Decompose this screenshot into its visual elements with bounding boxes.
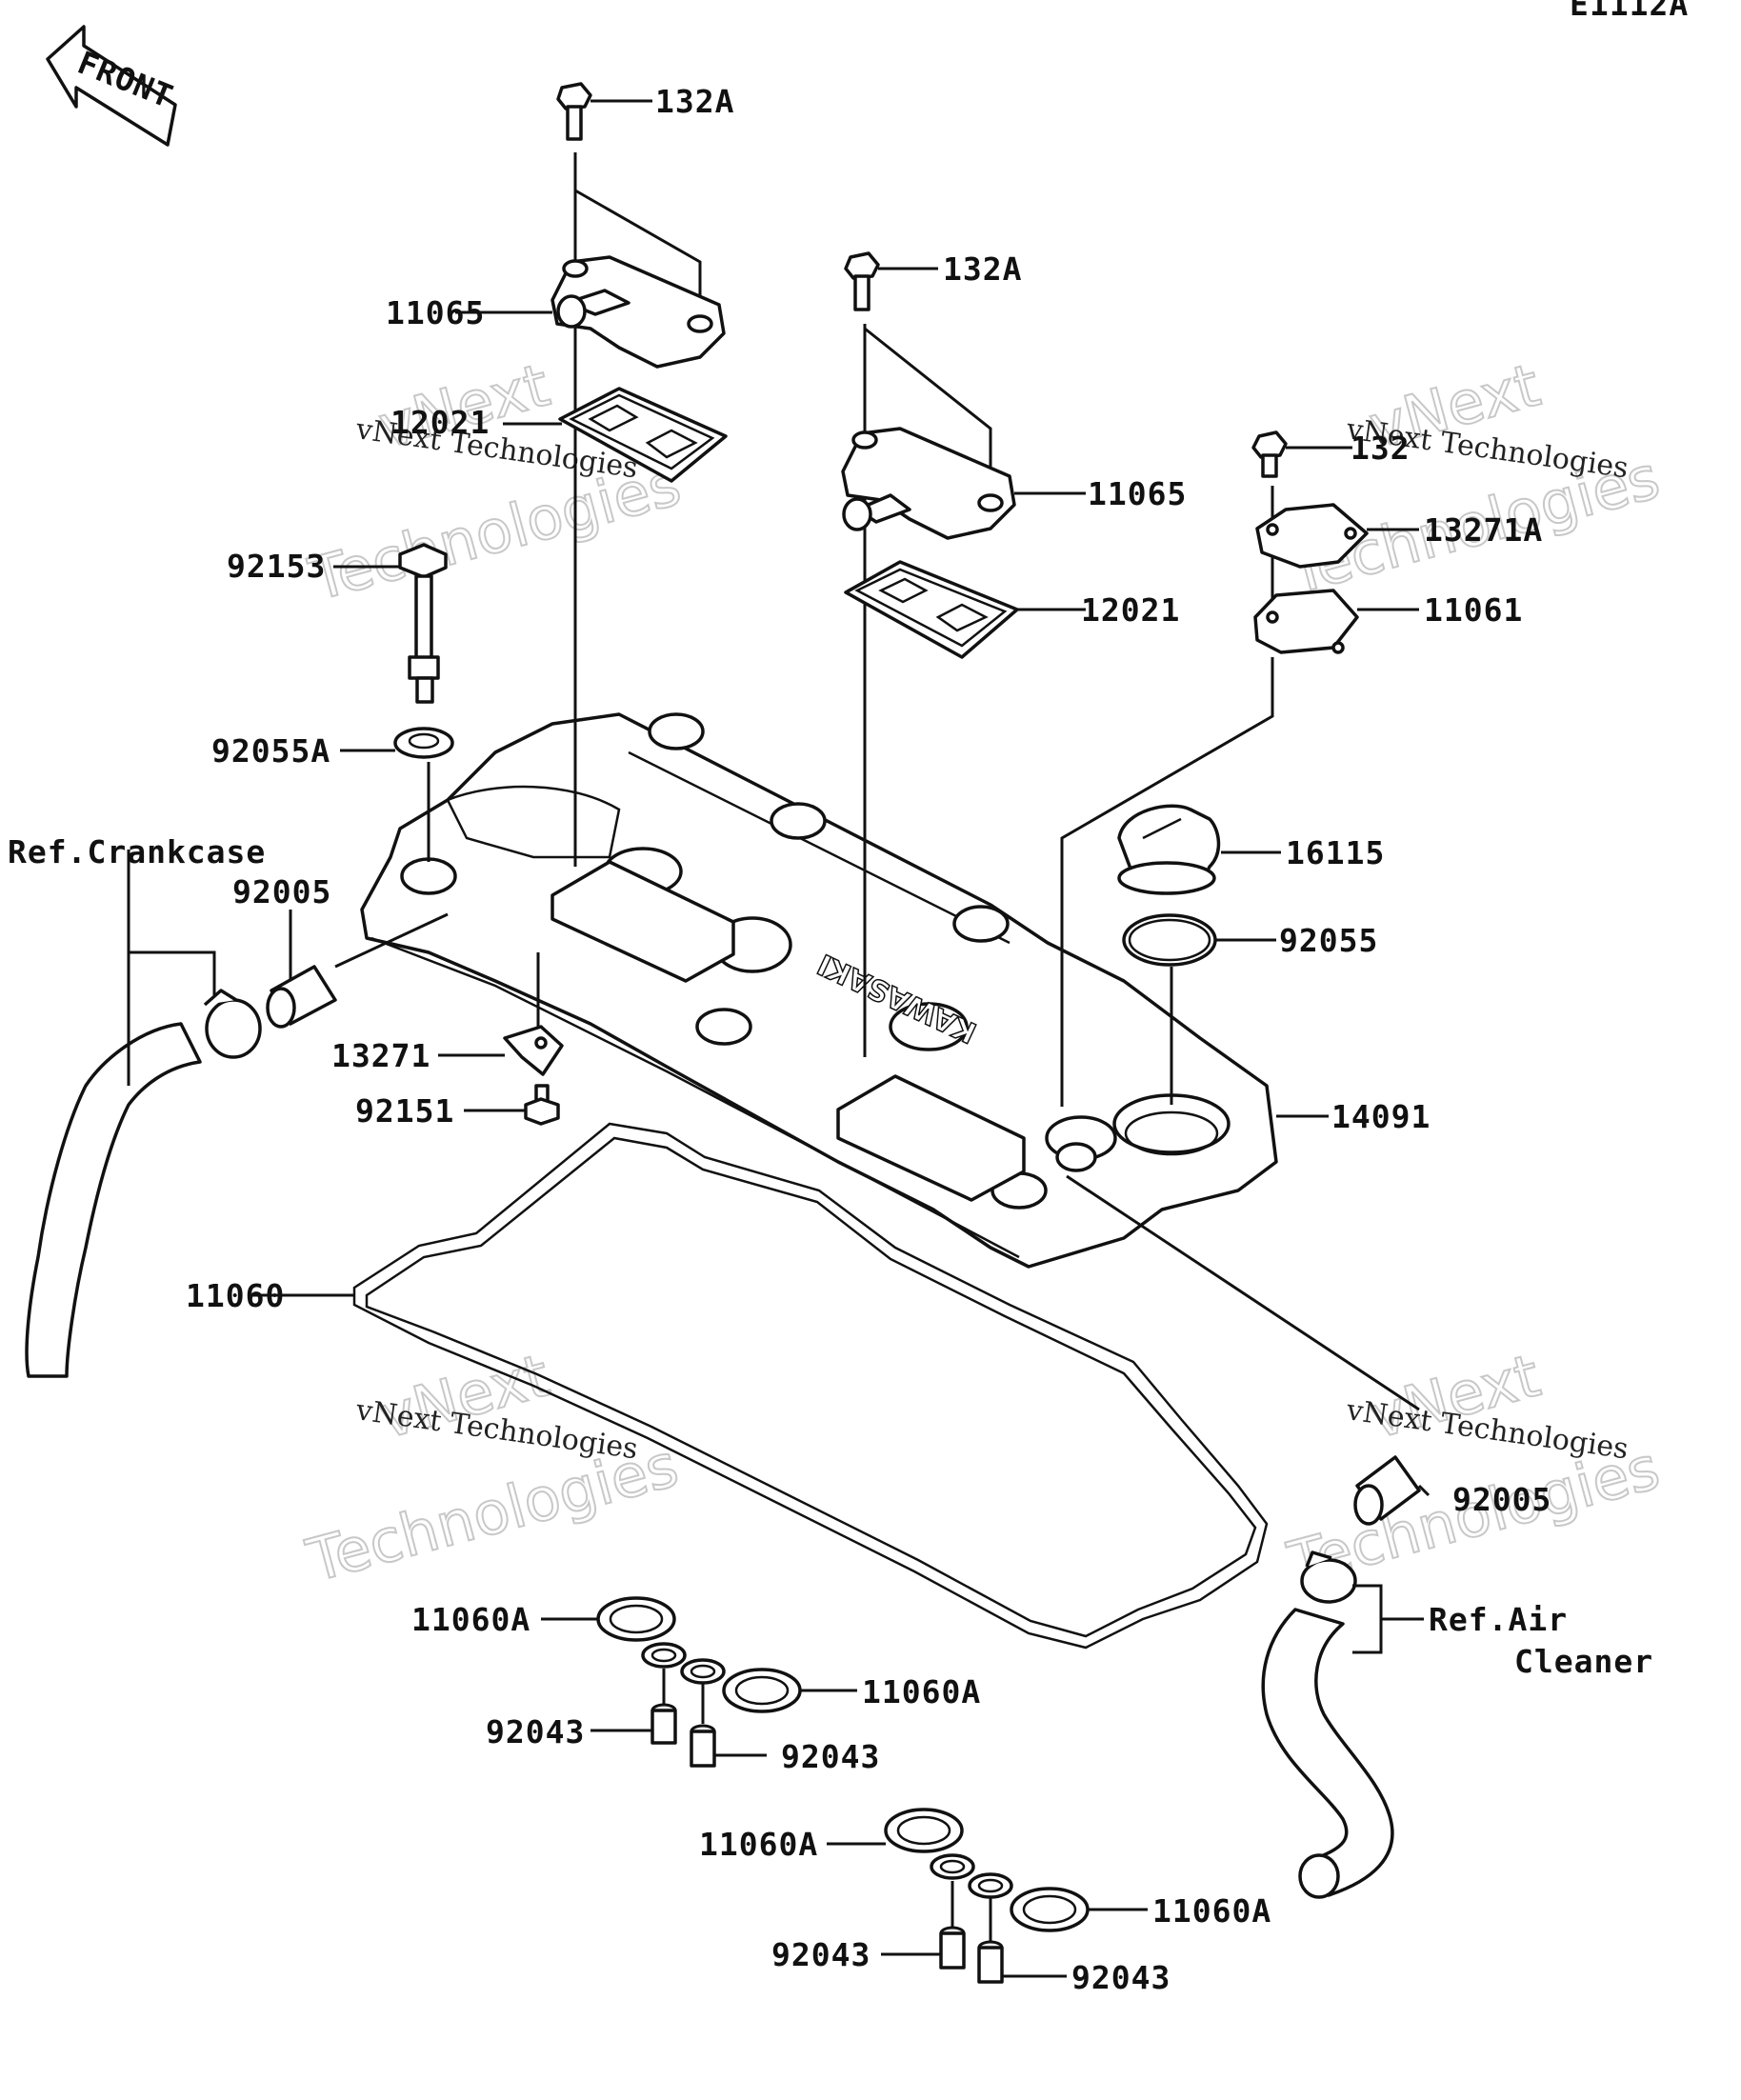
watermark-bottom-left: vNext Technologies vNext Technologies bbox=[299, 1339, 687, 1596]
oil-cap-16115 bbox=[1117, 804, 1221, 895]
head-cover: KAWASAKI bbox=[360, 712, 1278, 1269]
damper-92055a bbox=[393, 727, 454, 759]
gasket-11060a-2b bbox=[680, 1658, 726, 1685]
label-92043-2: 92043 bbox=[781, 1738, 880, 1775]
label-ref-air: Ref.Air bbox=[1429, 1601, 1568, 1638]
label-11060a-3: 11060A bbox=[699, 1826, 818, 1863]
label-11065-right: 11065 bbox=[1088, 475, 1187, 512]
bolt-boss bbox=[648, 712, 705, 750]
front-arrow-icon: FRONT bbox=[46, 25, 179, 147]
label-ref-cleaner: Cleaner bbox=[1514, 1643, 1653, 1680]
gasket-12021-left bbox=[558, 387, 728, 483]
label-11065-left: 11065 bbox=[386, 294, 485, 331]
gasket-11060a-3 bbox=[884, 1808, 964, 1853]
label-92153: 92153 bbox=[227, 548, 326, 585]
collar-92043-2 bbox=[690, 1724, 716, 1768]
bolt-boss bbox=[400, 857, 457, 895]
label-92055a: 92055A bbox=[211, 732, 330, 770]
collar-92043-4 bbox=[977, 1940, 1004, 1984]
hose-left bbox=[25, 1022, 202, 1378]
bolt-132-right bbox=[1251, 430, 1288, 478]
diagram-code: E1112A bbox=[1570, 0, 1689, 23]
label-92005-left: 92005 bbox=[232, 873, 331, 910]
gasket-11060a-3b bbox=[930, 1853, 975, 1880]
bolt-boss bbox=[770, 802, 827, 840]
label-92043-3: 92043 bbox=[771, 1936, 870, 1973]
label-132a-mid: 132A bbox=[943, 250, 1022, 288]
label-11060: 11060 bbox=[186, 1277, 285, 1314]
label-92043-4: 92043 bbox=[1071, 1959, 1171, 1996]
gasket-11060a-4b bbox=[968, 1872, 1013, 1899]
bolt-132a-left bbox=[556, 82, 592, 141]
label-11061: 11061 bbox=[1424, 591, 1523, 629]
label-13271a: 13271A bbox=[1424, 511, 1543, 549]
gasket-11060a-4 bbox=[1010, 1887, 1090, 1932]
gasket-12021-right bbox=[844, 560, 1019, 659]
label-92151: 92151 bbox=[355, 1092, 454, 1130]
label-16115: 16115 bbox=[1286, 834, 1385, 871]
label-11060a-1: 11060A bbox=[411, 1601, 530, 1638]
bolt-132a-mid bbox=[844, 251, 880, 311]
clamp-left bbox=[203, 989, 262, 1059]
collar-92043-1 bbox=[650, 1703, 677, 1745]
watermark-top-right: vNext Technologies vNext Technologies bbox=[1280, 349, 1668, 609]
collar-92043-3 bbox=[939, 1926, 966, 1970]
label-12021-right: 12021 bbox=[1081, 591, 1180, 629]
watermark-top-left: vNext Technologies vNext Technologies bbox=[301, 349, 689, 615]
fitting-92005-left bbox=[266, 965, 337, 1029]
hose-right bbox=[1261, 1608, 1394, 1899]
cover-plate-11061 bbox=[1253, 589, 1359, 654]
cap-bolt-92153 bbox=[398, 543, 448, 704]
fitting-92005-right bbox=[1353, 1455, 1421, 1526]
label-92043-1: 92043 bbox=[486, 1713, 585, 1750]
bolt-92151 bbox=[524, 1084, 560, 1126]
bolt-boss bbox=[695, 1008, 752, 1046]
label-11060a-2: 11060A bbox=[862, 1673, 981, 1710]
gasket-11060a-2 bbox=[722, 1668, 802, 1713]
label-ref-crankcase: Ref.Crankcase bbox=[8, 833, 266, 870]
gasket-11060a-1 bbox=[596, 1596, 676, 1642]
callout-labels: 132A 11065 12021 132A 11065 12021 132 13… bbox=[8, 83, 1653, 1996]
label-92005-right: 92005 bbox=[1452, 1481, 1551, 1518]
watermark-bottom-right: vNext Technologies vNext Technologies bbox=[1280, 1339, 1668, 1599]
label-132a-left: 132A bbox=[655, 83, 734, 120]
head-cover-gasket bbox=[352, 1122, 1269, 1650]
breather-cover-left bbox=[550, 255, 726, 369]
label-14091: 14091 bbox=[1331, 1098, 1431, 1135]
clamp-right bbox=[1300, 1550, 1357, 1604]
gasket-11060a-1b bbox=[641, 1642, 687, 1669]
plate-13271a bbox=[1255, 503, 1369, 569]
label-12021-left: 12021 bbox=[390, 404, 490, 441]
label-13271: 13271 bbox=[331, 1037, 430, 1074]
oring-92055 bbox=[1122, 913, 1217, 967]
label-92055: 92055 bbox=[1279, 922, 1378, 959]
bolt-boss bbox=[952, 905, 1010, 943]
bracket-13271 bbox=[503, 1025, 564, 1076]
label-132-right: 132 bbox=[1351, 430, 1411, 467]
label-11060a-4: 11060A bbox=[1152, 1892, 1271, 1930]
breather-cover-right bbox=[841, 427, 1016, 540]
